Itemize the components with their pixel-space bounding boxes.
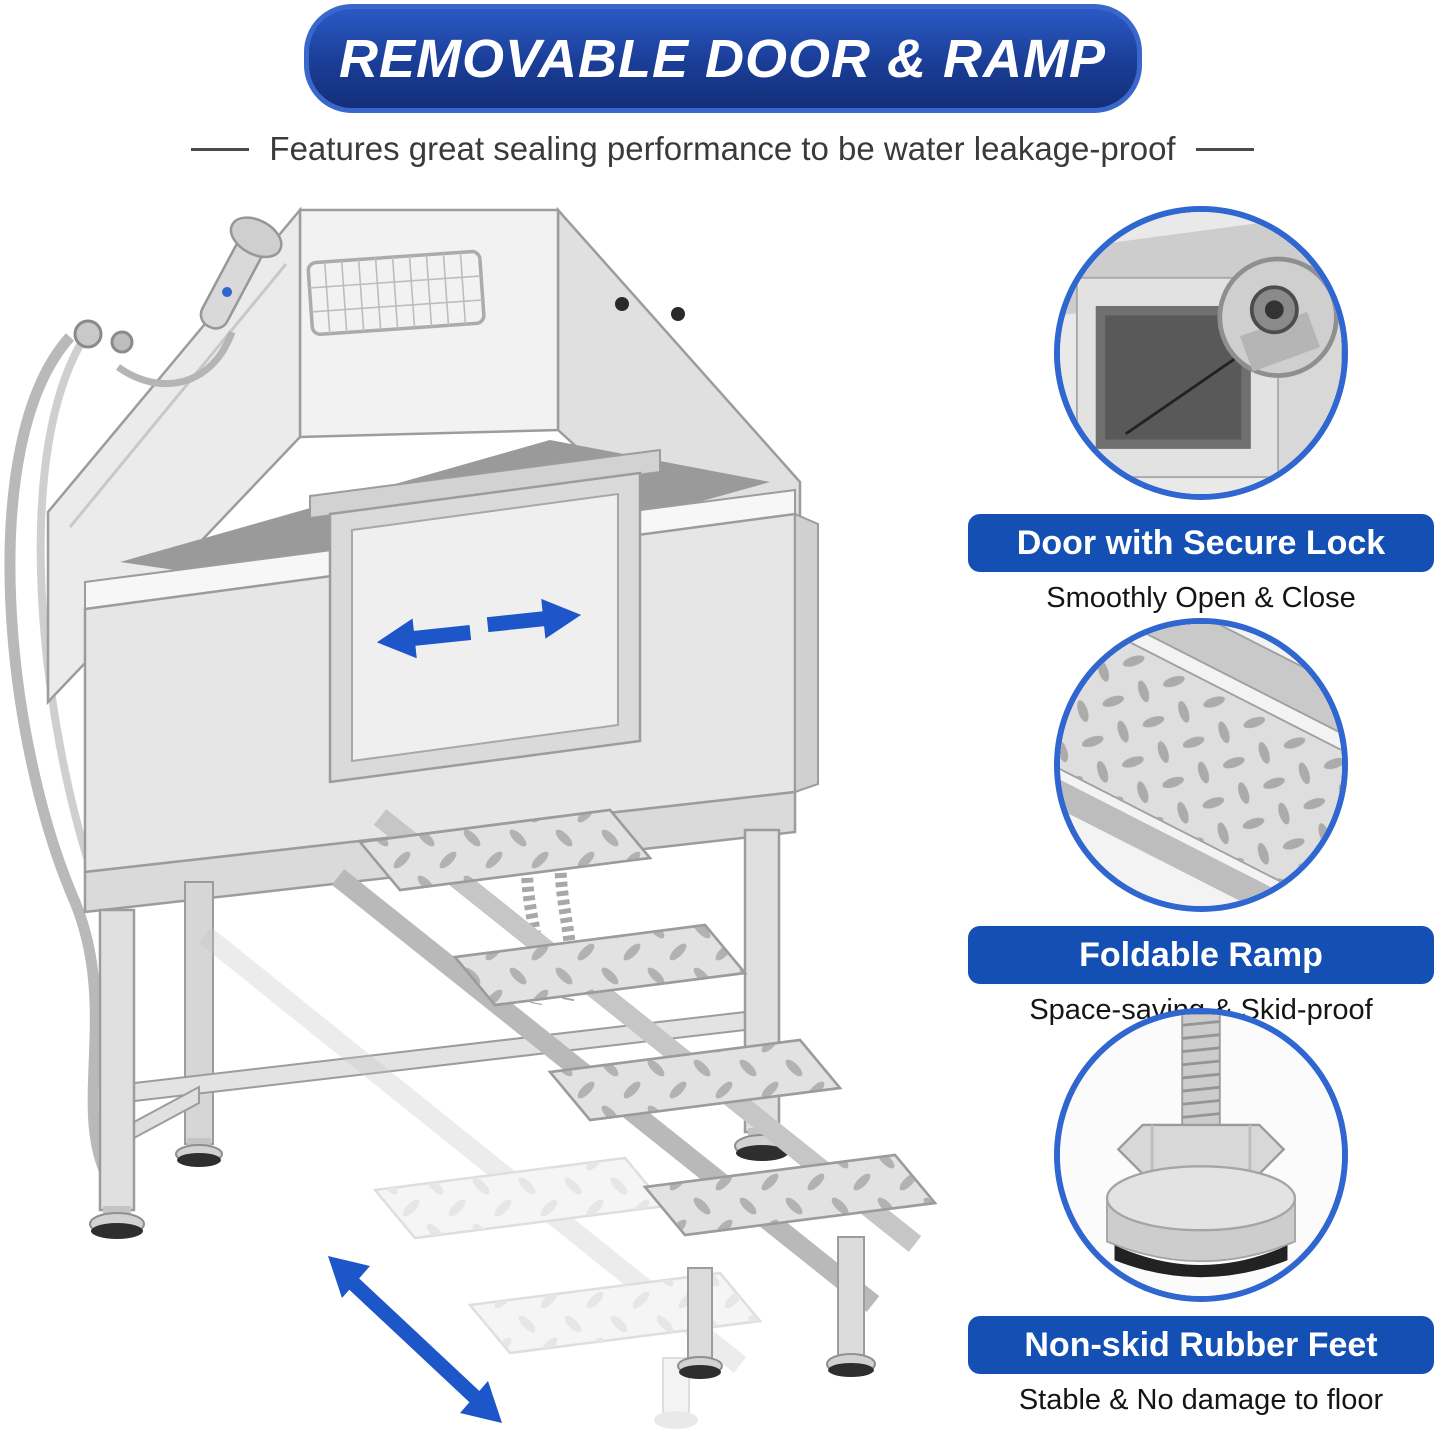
water-hoses [4, 329, 115, 1185]
foldable-ramp-closeup [1060, 624, 1342, 906]
storage-basket-icon [306, 249, 486, 337]
grooming-tub-svg [4, 206, 938, 1429]
tagline-right-dash [1195, 147, 1254, 151]
fold-direction-arrow-icon [328, 1256, 502, 1423]
tagline-text: Features great sealing performance to be… [269, 130, 1176, 167]
door-lock-photo [1054, 206, 1348, 500]
feature-caption-door-lock: Smoothly Open & Close [1046, 582, 1356, 614]
tagline-left-dash [191, 147, 250, 151]
feature-foldable-ramp: Foldable Ramp Space-saving & Skid-proof [968, 618, 1434, 1027]
slide-direction-arrow-icon [376, 598, 582, 659]
banner: REMOVABLE DOOR & RAMP [303, 4, 1142, 113]
feature-label-door-lock: Door with Secure Lock [968, 514, 1434, 572]
feature-label-rubber-feet: Non-skid Rubber Feet [968, 1316, 1434, 1374]
shower-head-icon [73, 216, 283, 388]
sliding-door [309, 448, 661, 784]
feature-door-lock: Door with Secure Lock Smoothly Open & Cl… [968, 206, 1434, 615]
folded-stairs-ghost [198, 927, 763, 1429]
grooming-tub-illustration [0, 182, 965, 1436]
tagline: Features great sealing performance to be… [0, 130, 1445, 168]
feature-label-foldable-ramp: Foldable Ramp [968, 926, 1434, 984]
feature-rubber-feet: Non-skid Rubber Feet Stable & No damage … [968, 1008, 1434, 1417]
rubber-foot-closeup [1060, 1014, 1342, 1296]
rubber-feet-photo [1054, 1008, 1348, 1302]
feature-caption-rubber-feet: Stable & No damage to floor [1018, 1384, 1384, 1416]
foldable-ramp-photo [1054, 618, 1348, 912]
door-lock-closeup [1060, 212, 1342, 494]
banner-title: REMOVABLE DOOR & RAMP [338, 28, 1106, 89]
stairs [331, 808, 938, 1379]
